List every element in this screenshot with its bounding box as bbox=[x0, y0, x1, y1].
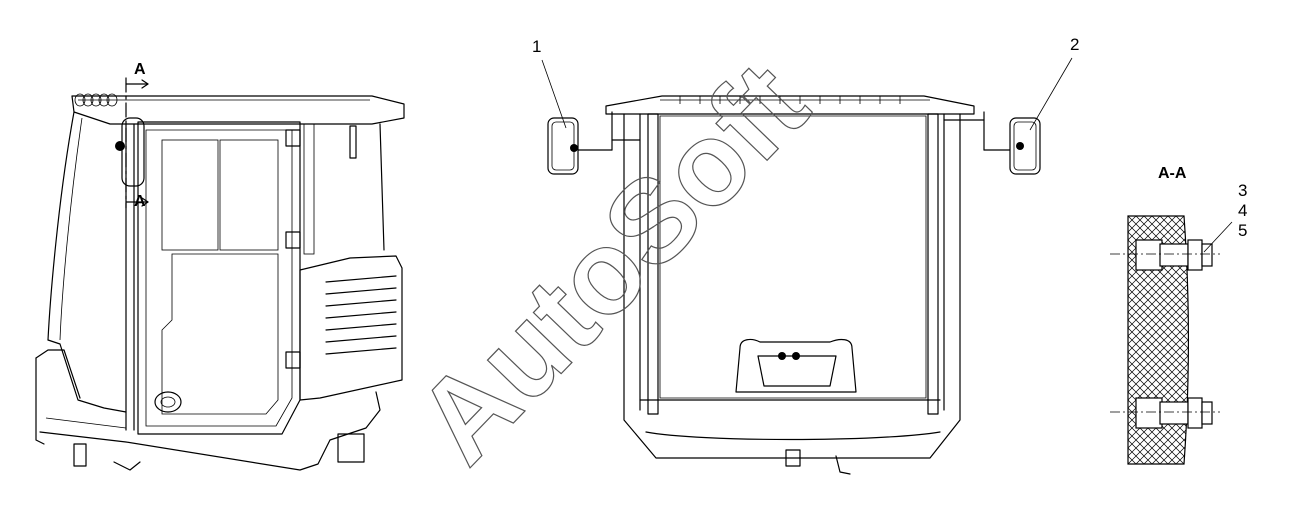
door-hinges bbox=[285, 129, 301, 369]
roof-grille bbox=[679, 96, 901, 104]
section-title: A-A bbox=[1158, 165, 1187, 182]
section-mark-a-top: A bbox=[134, 61, 146, 78]
watermark: AutoSoft bbox=[392, 38, 833, 488]
section-a-a-view: A-A 3 4 5 bbox=[1110, 165, 1247, 465]
upper-bolt bbox=[1110, 239, 1220, 271]
mirror-right bbox=[943, 111, 1041, 175]
callout-4: 4 bbox=[1238, 201, 1247, 220]
callout-1: 1 bbox=[532, 37, 541, 56]
callout-5: 5 bbox=[1238, 221, 1247, 240]
side-grille bbox=[325, 275, 397, 355]
section-mark-a-bottom: A bbox=[134, 193, 146, 210]
callout-3: 3 bbox=[1238, 181, 1247, 200]
cab-side-view: A A bbox=[35, 61, 405, 471]
callout-2: 2 bbox=[1070, 35, 1079, 54]
roof-rings bbox=[74, 93, 118, 107]
mirror-left bbox=[547, 111, 641, 175]
cab-front-view: 1 2 bbox=[532, 35, 1079, 475]
lower-bolt bbox=[1110, 397, 1220, 429]
